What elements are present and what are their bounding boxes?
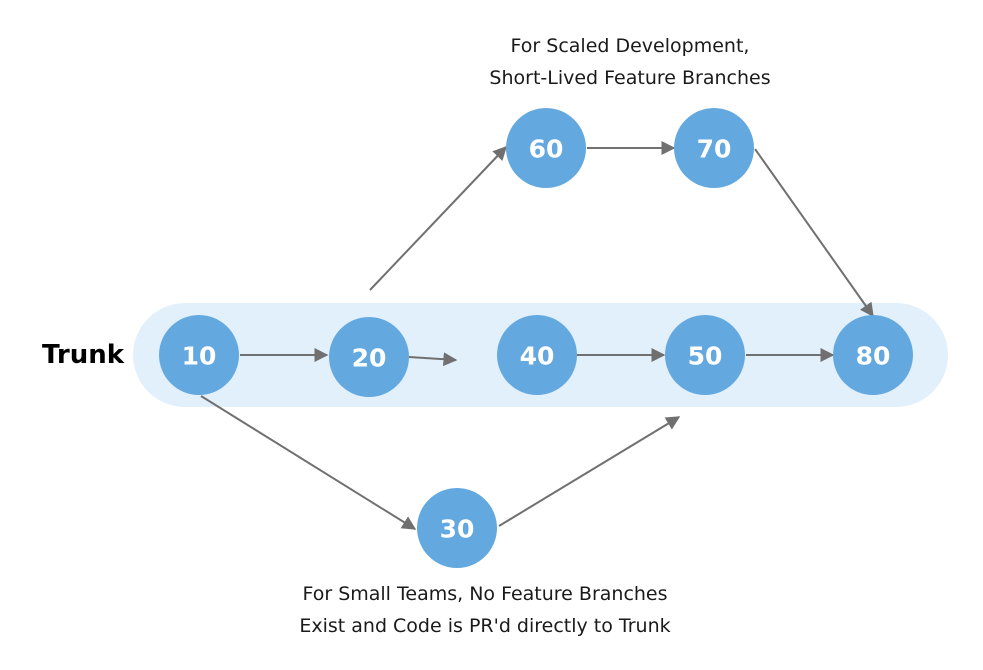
edge-20-40 (408, 352, 458, 367)
node-70-circle (674, 108, 754, 188)
node-40-label: 40 (520, 342, 555, 371)
node-60: 60 (506, 108, 586, 188)
edge-10-30 (200, 395, 417, 530)
edge-30-50 (498, 416, 681, 527)
small-teams-note: For Small Teams, No Feature Branches Exi… (250, 578, 720, 642)
node-20: 20 (329, 317, 409, 397)
scaled-development-note: For Scaled Development, Short-Lived Feat… (440, 30, 820, 94)
node-10: 10 (159, 315, 239, 395)
node-10-label: 10 (182, 342, 217, 371)
small-teams-note-line-2: Exist and Code is PR'd directly to Trunk (299, 615, 671, 637)
node-70: 70 (674, 108, 754, 188)
edge-70-80 (754, 148, 874, 318)
edge-20-60 (369, 145, 507, 291)
node-80: 80 (833, 315, 913, 395)
node-70-label: 70 (697, 135, 732, 164)
node-30-circle (417, 488, 497, 568)
node-30: 30 (417, 488, 497, 568)
node-50: 50 (665, 315, 745, 395)
node-80-label: 80 (856, 342, 891, 371)
scaled-development-note-line-1: For Scaled Development, (510, 35, 750, 57)
node-50-circle (665, 315, 745, 395)
node-50-label: 50 (688, 342, 723, 371)
node-80-circle (833, 315, 913, 395)
node-40: 40 (497, 315, 577, 395)
trunk-label: Trunk (42, 340, 125, 370)
node-60-label: 60 (529, 135, 564, 164)
edges (200, 141, 874, 530)
node-40-circle (497, 315, 577, 395)
node-20-label: 20 (352, 344, 387, 373)
node-20-circle (329, 317, 409, 397)
node-10-circle (159, 315, 239, 395)
nodes: 10 20 40 50 80 60 70 30 (159, 108, 913, 568)
scaled-development-note-line-2: Short-Lived Feature Branches (489, 67, 771, 89)
small-teams-note-line-1: For Small Teams, No Feature Branches (302, 583, 668, 605)
node-30-label: 30 (440, 515, 475, 544)
node-60-circle (506, 108, 586, 188)
